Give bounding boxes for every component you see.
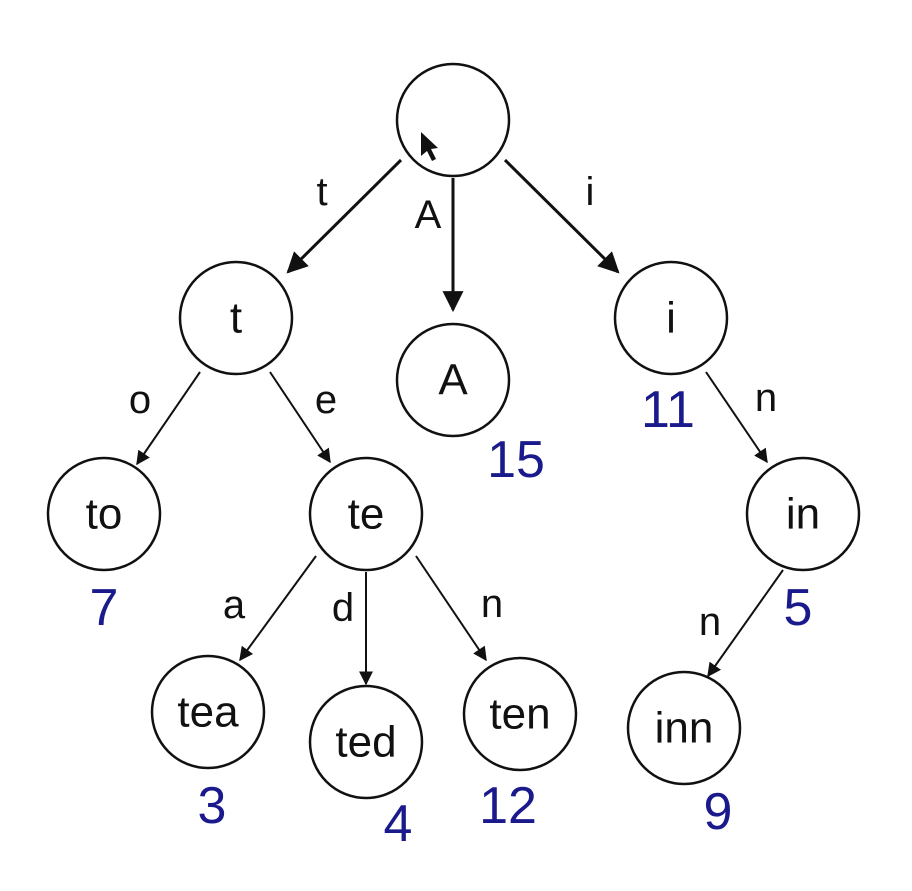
node-label-inn: inn: [655, 704, 714, 753]
node-value-to: 7: [90, 579, 119, 637]
edge-label-t-to: o: [129, 378, 151, 422]
edge-te-ten: [415, 555, 487, 662]
node-i: [613, 260, 729, 376]
node-ten: [462, 656, 578, 772]
node-label-ten: ten: [489, 690, 550, 739]
edge-label-te-ted: d: [332, 586, 354, 630]
node-label-i: i: [666, 294, 676, 343]
node-in: [745, 456, 861, 572]
edge-t-to: [136, 371, 201, 466]
node-label-in: in: [786, 490, 820, 539]
node-t: [178, 260, 294, 376]
node-inn: [626, 670, 742, 786]
node-value-tea: 3: [198, 777, 227, 835]
edge-i-in: [705, 371, 768, 464]
node-label-t: t: [230, 294, 242, 343]
node-value-i: 11: [641, 381, 695, 439]
edge-label-t-te: e: [315, 378, 337, 422]
nodes-layer: [46, 62, 861, 800]
node-label-ted: ted: [335, 718, 396, 767]
edge-label-i-in: n: [755, 376, 777, 420]
node-value-inn: 9: [704, 783, 733, 841]
mouse-cursor-icon: [421, 132, 438, 161]
edge-root-t: [286, 158, 403, 274]
node-value-ted: 4: [384, 795, 413, 853]
edge-label-te-ten: n: [481, 582, 503, 626]
edge-label-root-t: t: [316, 170, 327, 214]
edge-label-root-A: A: [415, 193, 442, 237]
node-value-ten: 12: [479, 777, 537, 835]
node-value-in: 5: [784, 579, 813, 637]
edge-in-inn: [707, 569, 784, 678]
node-te: [308, 456, 424, 572]
edge-root-i: [503, 158, 620, 274]
node-ted: [308, 684, 424, 800]
node-label-te: te: [348, 490, 385, 539]
edge-label-root-i: i: [586, 170, 595, 214]
edge-te-tea: [239, 555, 317, 662]
edges-layer: [136, 158, 784, 686]
node-tea: [150, 654, 266, 770]
node-value-A: 15: [487, 431, 545, 489]
edge-label-in-inn: n: [699, 600, 721, 644]
node-label-tea: tea: [177, 688, 239, 737]
edge-t-te: [269, 371, 331, 464]
node-A: [395, 322, 511, 438]
node-root: [395, 62, 511, 178]
node-to: [46, 456, 162, 572]
node-label-A: A: [438, 356, 468, 405]
edge-label-te-tea: a: [223, 583, 246, 627]
node-label-to: to: [86, 490, 123, 539]
